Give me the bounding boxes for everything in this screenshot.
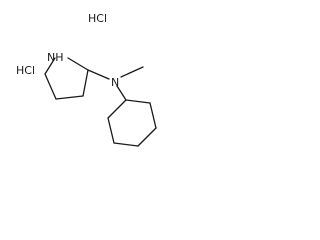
bond-ring-nh-c2 [67, 57, 89, 71]
atom-label-amine-n: N [111, 76, 119, 89]
bond-cy-2-3 [149, 102, 157, 129]
bond-cy-6-1 [107, 99, 127, 119]
atom-label-ring-nh: NH [47, 51, 64, 64]
salt-label-hcl-1: HCl [88, 12, 107, 25]
salt-label-hcl-2: HCl [16, 64, 35, 77]
bond-ring-c2-c3 [82, 69, 89, 97]
bond-ring-c3-c4 [55, 95, 84, 100]
bond-cy-1-2 [125, 99, 151, 104]
molecule-structure-diagram: NH N HCl HCl [16, 12, 157, 147]
bond-ring-c4-c5 [44, 73, 57, 100]
bond-n-methyl [120, 66, 144, 78]
bond-c3-amine-n [87, 69, 110, 80]
bond-ring-c5-nh [44, 57, 56, 75]
bond-cy-3-4 [137, 127, 157, 147]
bond-cy-4-5 [113, 142, 139, 147]
bond-n-cyclohexyl [116, 85, 127, 101]
bond-cy-5-6 [107, 117, 115, 144]
